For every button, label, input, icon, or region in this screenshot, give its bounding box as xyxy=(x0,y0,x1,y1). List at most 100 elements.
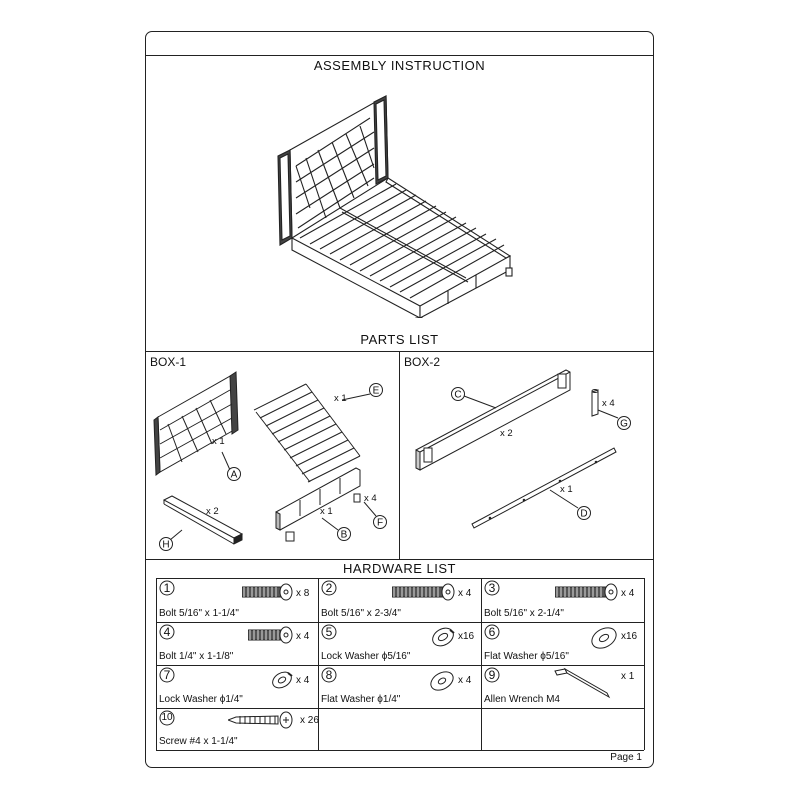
item-qty: x16 xyxy=(621,631,638,642)
part-letter-c: C xyxy=(454,390,461,401)
part-qty-h: x 2 xyxy=(206,506,219,517)
screw-icon xyxy=(228,711,293,729)
box1-parts-illustration: A x 1 E x 1 H x 2 B x 1 F x 4 xyxy=(153,371,387,551)
item-qty: x16 xyxy=(458,631,475,642)
part-qty-c: x 2 xyxy=(500,428,513,439)
hardware-empty-cell xyxy=(481,708,644,750)
bolt-icon xyxy=(555,583,618,601)
item-number-badge: 2 xyxy=(321,580,337,596)
bed-overview-illustration xyxy=(277,95,513,318)
page-title: ASSEMBLY INSTRUCTION xyxy=(313,58,486,73)
item-qty: x 26 xyxy=(300,715,319,726)
hardware-item-5: 5 x16 Lock Washer ϕ5/16" xyxy=(318,622,481,665)
item-number-badge: 9 xyxy=(484,667,500,683)
part-qty-d: x 1 xyxy=(560,484,573,495)
box2-parts-illustration: C x 2 G x 4 D x 1 xyxy=(415,369,631,529)
item-name: Bolt 5/16" x 2-3/4" xyxy=(321,608,401,619)
item-number-badge: 6 xyxy=(484,624,500,640)
item-number: 8 xyxy=(325,668,333,682)
hardware-item-6: 6 x16 Flat Washer ϕ5/16" xyxy=(481,622,644,665)
side-support-icon xyxy=(162,495,244,545)
part-letter-g: G xyxy=(620,419,628,430)
part-letter-a: A xyxy=(231,470,238,481)
item-number-badge: 4 xyxy=(159,624,175,640)
title-divider xyxy=(146,55,653,56)
foot-icon xyxy=(285,493,361,542)
item-qty: x 1 xyxy=(621,671,635,682)
item-name: Allen Wrench M4 xyxy=(484,694,560,705)
hw-grid-row2 xyxy=(156,665,644,666)
item-number: 2 xyxy=(325,581,333,595)
hardware-item-4: 4 x 4 Bolt 1/4" x 1-1/8" xyxy=(156,622,318,665)
item-name: Bolt 1/4" x 1-1/8" xyxy=(159,651,234,662)
page-number: Page 1 xyxy=(610,752,642,763)
item-number: 7 xyxy=(163,668,171,682)
part-qty-f: x 4 xyxy=(364,493,377,504)
hardware-item-8: 8 x 4 Flat Washer ϕ1/4" xyxy=(318,665,481,708)
item-number: 6 xyxy=(488,625,496,639)
item-number: 9 xyxy=(488,668,496,682)
item-name: Bolt 5/16" x 2-1/4" xyxy=(484,608,564,619)
center-rail-icon xyxy=(471,447,617,529)
hw-grid-col2 xyxy=(481,578,482,750)
parts-list-heading: PARTS LIST xyxy=(360,332,439,347)
part-qty-e: x 1 xyxy=(334,393,347,404)
hardware-item-1: 1 x 8 Bolt 5/16" x 1-1/4" xyxy=(156,578,318,622)
item-number: 3 xyxy=(488,581,496,595)
part-letter-b: B xyxy=(341,530,348,541)
item-qty: x 4 xyxy=(458,588,472,599)
page-frame xyxy=(145,31,654,768)
hardware-item-7: 7 x 4 Lock Washer ϕ1/4" xyxy=(156,665,318,708)
hardware-item-9: 9 x 1 Allen Wrench M4 xyxy=(481,665,644,708)
item-number-badge: 3 xyxy=(484,580,500,596)
lock-washer-icon xyxy=(432,627,455,647)
item-number: 4 xyxy=(163,625,171,639)
hw-grid-bottom xyxy=(156,750,644,751)
allen-wrench-icon xyxy=(554,667,611,699)
hw-grid-row1 xyxy=(156,622,644,623)
part-letter-d: D xyxy=(580,509,587,520)
item-qty: x 8 xyxy=(296,588,310,599)
hardware-item-2: 2 x 4 Bolt 5/16" x 2-3/4" xyxy=(318,578,481,622)
part-qty-a: x 1 xyxy=(212,436,225,447)
item-number-badge: 5 xyxy=(321,624,337,640)
item-qty: x 4 xyxy=(458,675,472,686)
footboard-icon xyxy=(275,467,361,531)
item-name: Bolt 5/16" x 1-1/4" xyxy=(159,608,239,619)
part-letter-f: F xyxy=(377,518,383,529)
item-qty: x 4 xyxy=(296,631,310,642)
hardware-empty-cell xyxy=(318,708,481,750)
flat-washer-icon xyxy=(430,671,454,691)
item-number-badge: 1 xyxy=(159,580,175,596)
item-qty: x 4 xyxy=(621,588,635,599)
part-letter-e: E xyxy=(373,386,380,397)
side-rail-icon xyxy=(415,369,571,471)
hw-grid-top xyxy=(156,578,644,579)
item-number: 10 xyxy=(161,712,173,723)
item-number-badge: 10 xyxy=(159,710,175,726)
center-leg-icon xyxy=(591,389,599,417)
hw-grid-left xyxy=(156,578,157,750)
bolt-icon xyxy=(242,583,293,601)
hardware-item-3: 3 x 4 Bolt 5/16" x 2-1/4" xyxy=(481,578,644,622)
hardware-list-heading: HARDWARE LIST xyxy=(343,561,456,576)
hardware-divider xyxy=(146,559,653,560)
box1-label: BOX-1 xyxy=(150,355,187,369)
box2-label: BOX-2 xyxy=(404,355,441,369)
hw-grid-row3 xyxy=(156,708,644,709)
item-qty: x 4 xyxy=(296,675,310,686)
bolt-icon xyxy=(392,583,455,601)
item-name: Flat Washer ϕ5/16" xyxy=(484,651,569,662)
headboard-icon xyxy=(153,371,239,476)
part-letter-h: H xyxy=(162,540,169,551)
flat-washer-icon xyxy=(591,627,617,649)
item-name: Lock Washer ϕ1/4" xyxy=(159,694,243,705)
item-number: 5 xyxy=(325,625,333,639)
item-name: Lock Washer ϕ5/16" xyxy=(321,651,411,662)
hw-grid-col1 xyxy=(318,578,319,750)
item-number: 1 xyxy=(163,581,171,595)
hardware-item-10: 10 x 26 Screw #4 x 1-1/4" xyxy=(156,708,319,750)
hw-grid-right xyxy=(644,578,645,750)
item-number-badge: 7 xyxy=(159,667,175,683)
part-qty-g: x 4 xyxy=(602,398,615,409)
